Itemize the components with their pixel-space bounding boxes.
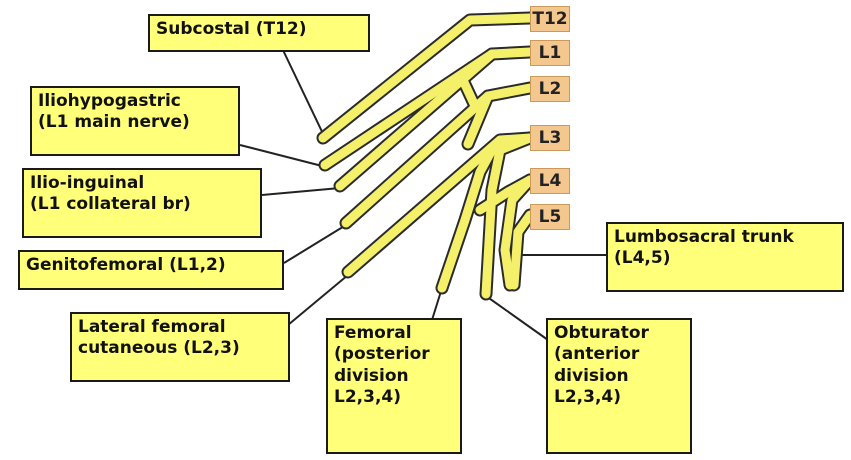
root-l2: L2 bbox=[530, 76, 570, 102]
label-ilioinguinal: Ilio-inguinal (L1 collateral br) bbox=[22, 168, 262, 238]
ilioinguinal-connector bbox=[261, 187, 341, 196]
subcostal-connector bbox=[281, 47, 327, 141]
iliohypogastric-connector bbox=[239, 144, 327, 168]
root-l1: L1 bbox=[530, 40, 570, 66]
label-genitofemoral: Genitofemoral (L1,2) bbox=[18, 250, 284, 290]
lumbosacral-trunk-l5 bbox=[509, 210, 535, 290]
root-t12: T12 bbox=[530, 6, 570, 32]
connector-lines bbox=[239, 47, 608, 341]
label-iliohypogastric: Iliohypogastric (L1 main nerve) bbox=[30, 86, 240, 156]
genitofemoral-connector bbox=[283, 224, 347, 264]
lumbosacral-trunk-l4 bbox=[500, 175, 535, 290]
lateral-femoral-cutaneous-connector bbox=[287, 274, 349, 326]
root-l4: L4 bbox=[530, 168, 570, 194]
l2-descending-branch bbox=[463, 91, 493, 149]
label-femoral: Femoral (posterior division L2,3,4) bbox=[326, 318, 462, 454]
root-l5: L5 bbox=[530, 204, 570, 230]
obturator-nerve bbox=[481, 133, 535, 299]
subcostal-nerve bbox=[318, 13, 535, 143]
nerve-fills bbox=[318, 13, 535, 299]
label-lateral-femoral-cutaneous: Lateral femoral cutaneous (L2,3) bbox=[70, 312, 290, 382]
label-obturator: Obturator (anterior division L2,3,4) bbox=[546, 318, 692, 454]
label-subcostal: Subcostal (T12) bbox=[148, 14, 370, 52]
root-l3: L3 bbox=[530, 125, 570, 151]
obturator-connector bbox=[485, 295, 549, 341]
l1-communicating-branch bbox=[457, 49, 497, 111]
label-lumbosacral-trunk: Lumbosacral trunk (L4,5) bbox=[606, 222, 844, 292]
